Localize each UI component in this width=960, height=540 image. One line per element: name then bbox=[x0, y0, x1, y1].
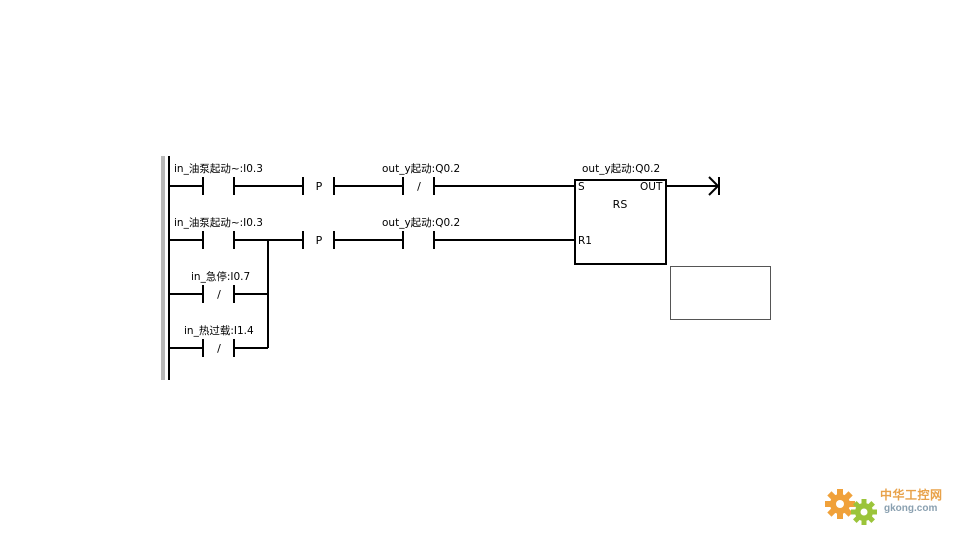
rung1-nc-symbol: / bbox=[417, 180, 421, 193]
rung1-nc-contact[interactable]: / bbox=[402, 177, 435, 195]
branch2-label: in_热过载:I1.4 bbox=[184, 324, 254, 337]
rung-2: in_油泵起动~:I0.3 in_急停:I0.7 / in_热过载:I1.4 / bbox=[169, 216, 575, 357]
branch2-nc-contact[interactable]: / bbox=[169, 339, 235, 357]
rung1-contact-label: in_油泵起动~:I0.3 bbox=[174, 162, 263, 175]
empty-box[interactable] bbox=[670, 266, 771, 320]
rung2-contact-label: in_油泵起动~:I0.3 bbox=[174, 216, 263, 229]
rung1-no-contact[interactable] bbox=[169, 177, 235, 195]
watermark-url: gkong.com bbox=[884, 503, 938, 514]
watermark: 中华工控网 gkong.com bbox=[822, 484, 952, 532]
branch1-symbol: / bbox=[217, 288, 221, 301]
rs-pin-reset: R1 bbox=[578, 235, 592, 247]
rs-block[interactable]: out_y起动:Q0.2 S OUT RS R1 bbox=[574, 163, 667, 265]
rung1-edge-symbol: P bbox=[316, 180, 323, 193]
rs-block-title: RS bbox=[613, 198, 628, 211]
branch1-nc-contact[interactable]: / bbox=[169, 285, 235, 303]
power-rail bbox=[161, 156, 165, 380]
rung-1: in_油泵起动~:I0.3 P out_y起动:Q0.2 / bbox=[169, 162, 575, 195]
rung2-no-label: out_y起动:Q0.2 bbox=[382, 217, 460, 229]
rung2-edge-symbol: P bbox=[316, 234, 323, 247]
branch2-symbol: / bbox=[217, 342, 221, 355]
rung2-no-contact-2[interactable] bbox=[402, 231, 435, 249]
rung1-positive-edge[interactable]: P bbox=[302, 177, 335, 195]
rs-pin-set: S bbox=[578, 181, 585, 193]
rung2-no-contact[interactable] bbox=[169, 231, 235, 249]
branch1-label: in_急停:I0.7 bbox=[191, 270, 250, 283]
rs-block-box bbox=[574, 179, 667, 265]
watermark-name: 中华工控网 bbox=[880, 488, 943, 502]
gear-icon bbox=[825, 489, 877, 525]
rung2-positive-edge[interactable]: P bbox=[302, 231, 335, 249]
rs-block-label: out_y起动:Q0.2 bbox=[582, 163, 660, 175]
rs-pin-out: OUT bbox=[640, 181, 663, 193]
rung1-nc-label: out_y起动:Q0.2 bbox=[382, 163, 460, 175]
